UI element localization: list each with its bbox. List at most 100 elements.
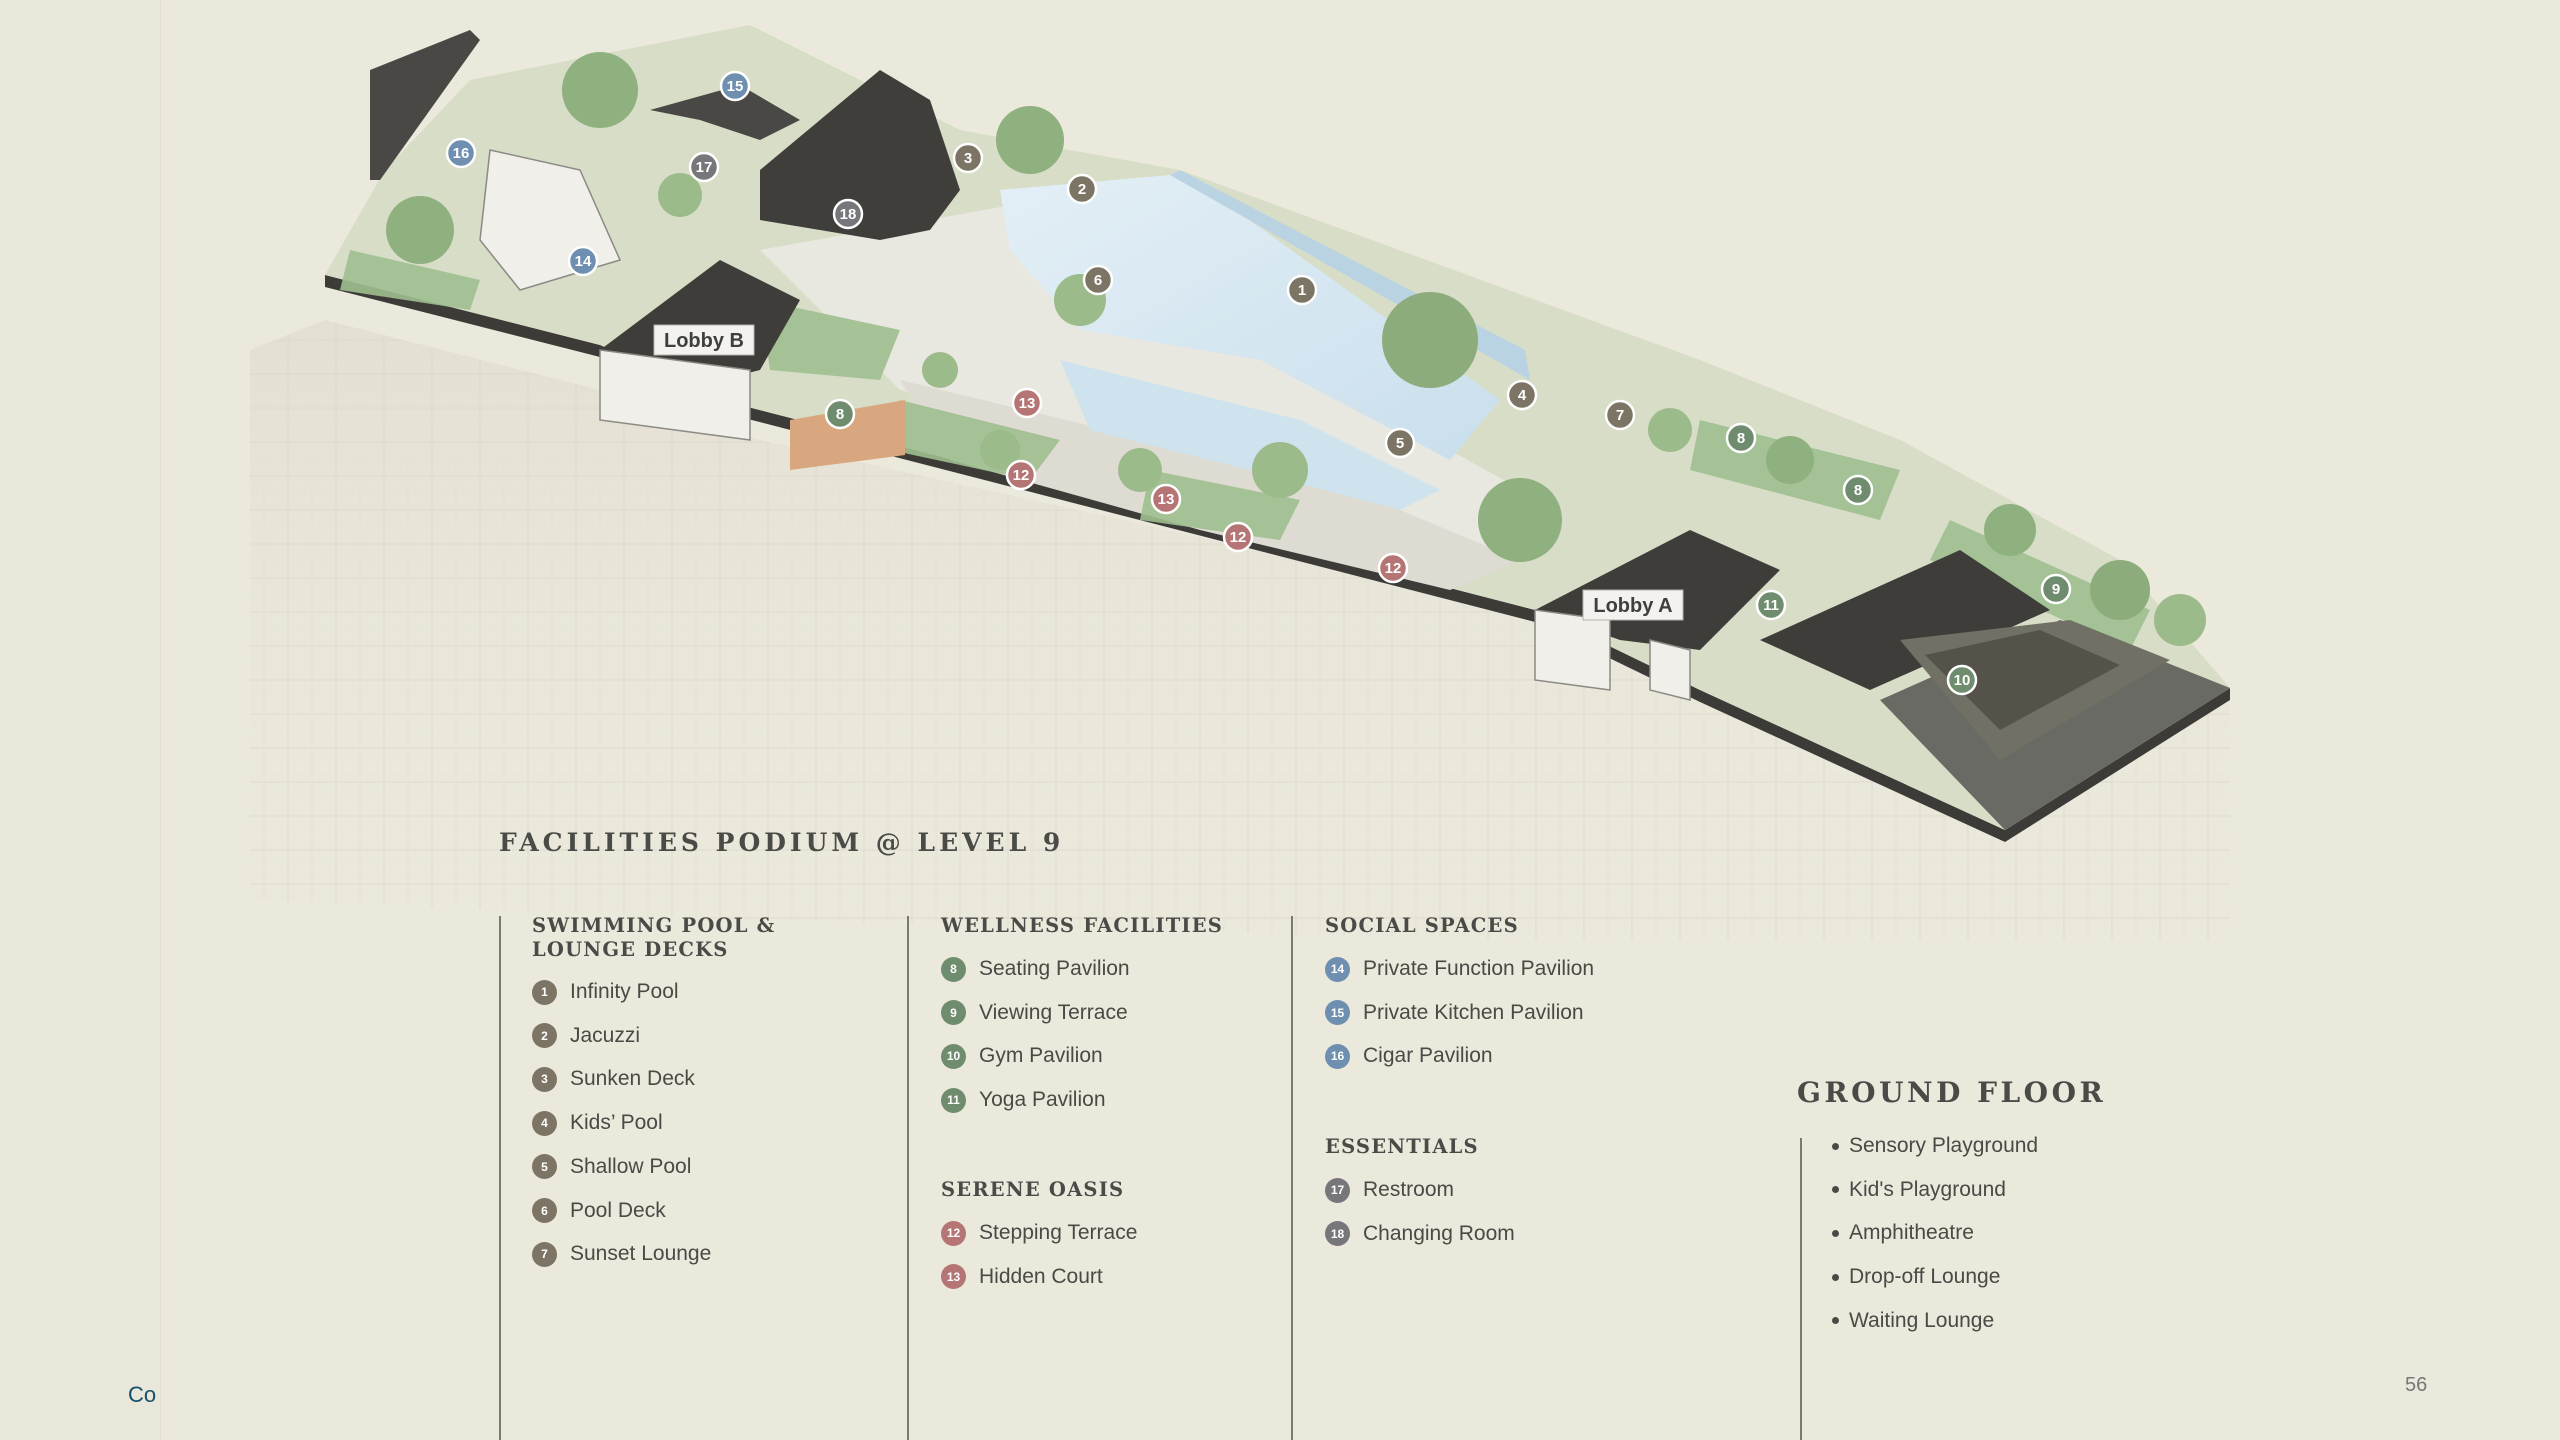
marker-circle [719, 70, 751, 102]
ground-floor-label: Kid's Playground [1849, 1177, 2006, 1201]
marker-number: 6 [1094, 272, 1102, 289]
ground-floor-label: Amphitheatre [1849, 1221, 1974, 1245]
lobby-a-label: Lobby A [1582, 589, 1684, 621]
marker-circle [824, 398, 856, 430]
page-title: FACILITIES PODIUM @ LEVEL 9 [499, 828, 1065, 857]
bullet-dot [1832, 1273, 1839, 1281]
marker-number: 13 [1019, 395, 1036, 412]
map-marker-2: 2 [1066, 173, 1098, 205]
legend-label: Restroom [1363, 1178, 1455, 1201]
section-heading-oasis: SERENE OASIS [941, 1178, 1125, 1201]
marker-number: 1 [1298, 282, 1306, 299]
marker-number: 8 [1854, 482, 1862, 499]
marker-number: 2 [1078, 181, 1086, 198]
legend-label: Kids’ Pool [570, 1111, 663, 1135]
legend-item: 17 Restroom [1325, 1175, 1454, 1205]
map-marker-5: 5 [1384, 427, 1416, 459]
marker-circle [1946, 664, 1978, 696]
ground-floor-item: Amphitheatre [1832, 1218, 1974, 1248]
marker-number: 13 [1158, 491, 1175, 508]
ground-floor-item: Kid's Playground [1832, 1175, 2006, 1205]
map-marker-13: 13 [1011, 387, 1043, 419]
marker-circle [1377, 552, 1409, 584]
legend-label: Private Function Pavilion [1363, 957, 1595, 980]
marker-number: 3 [964, 150, 972, 167]
number-badge: 2 [532, 1023, 557, 1049]
marker-circle [832, 198, 864, 230]
map-marker-16: 16 [445, 137, 477, 169]
column-divider-social [1291, 916, 1293, 1440]
map-marker-12: 12 [1377, 552, 1409, 584]
legend-label: Viewing Terrace [979, 1000, 1128, 1024]
lobby-b-label: Lobby B [653, 324, 755, 356]
marker-number: 4 [1518, 387, 1527, 404]
number-badge: 17 [1325, 1177, 1350, 1203]
number-badge: 4 [532, 1110, 557, 1136]
marker-circle [1725, 422, 1757, 454]
number-badge: 7 [532, 1241, 557, 1267]
map-marker-8: 8 [1725, 422, 1757, 454]
bullet-dot [1832, 1229, 1839, 1237]
legend-label: Sunset Lounge [570, 1242, 712, 1266]
map-marker-13: 13 [1150, 483, 1182, 515]
map-marker-12: 12 [1005, 459, 1037, 491]
column-divider-wellness [907, 916, 909, 1440]
map-marker-8: 8 [824, 398, 856, 430]
map-marker-12: 12 [1222, 521, 1254, 553]
marker-number: 14 [575, 253, 592, 270]
marker-circle [1011, 387, 1043, 419]
marker-number: 10 [1954, 672, 1971, 689]
legend-label: Private Kitchen Pavilion [1363, 1000, 1584, 1024]
legend-label: Changing Room [1363, 1221, 1515, 1245]
marker-circle [1506, 379, 1538, 411]
map-marker-7: 7 [1604, 399, 1636, 431]
marker-circle [1082, 264, 1114, 296]
marker-number: 12 [1230, 529, 1247, 546]
map-marker-4: 4 [1506, 379, 1538, 411]
marker-number: 17 [696, 159, 713, 176]
column-divider-ground [1800, 1138, 1802, 1440]
map-marker-6: 6 [1082, 264, 1114, 296]
marker-circle [445, 137, 477, 169]
trees [386, 52, 2206, 646]
marker-circle [1604, 399, 1636, 431]
legend-label: Pool Deck [570, 1198, 666, 1222]
number-badge: 15 [1325, 1000, 1350, 1026]
marker-number: 18 [840, 206, 857, 223]
map-marker-3: 3 [952, 142, 984, 174]
number-badge: 9 [941, 1000, 966, 1026]
map-marker-10: 10 [1946, 664, 1978, 696]
marker-circle [1066, 173, 1098, 205]
marker-circle [1150, 483, 1182, 515]
marker-number: 15 [727, 78, 744, 95]
marker-number: 12 [1013, 467, 1030, 484]
marker-circle [1005, 459, 1037, 491]
gym-pavilion [1900, 620, 2170, 760]
marker-number: 5 [1396, 435, 1404, 452]
legend-label: Jacuzzi [570, 1023, 641, 1047]
legend-label: Yoga Pavilion [979, 1088, 1106, 1112]
marker-circle [952, 142, 984, 174]
ground-floor-item: Waiting Lounge [1832, 1306, 1994, 1336]
legend-label: Gym Pavilion [979, 1044, 1103, 1068]
section-heading-wellness: WELLNESS FACILITIES [941, 914, 1224, 937]
ground-floor-title: GROUND FLOOR [1797, 1076, 2107, 1109]
marker-circle [1222, 521, 1254, 553]
number-badge: 12 [941, 1220, 966, 1246]
legend-item: 4 Kids’ Pool [532, 1108, 663, 1138]
marker-circle [1842, 474, 1874, 506]
footer-left-text: Co [128, 1382, 157, 1407]
building-facade [250, 320, 2230, 940]
ground-floor-label: Drop-off Lounge [1849, 1265, 2001, 1289]
svg-text:Lobby B: Lobby B [664, 330, 744, 352]
